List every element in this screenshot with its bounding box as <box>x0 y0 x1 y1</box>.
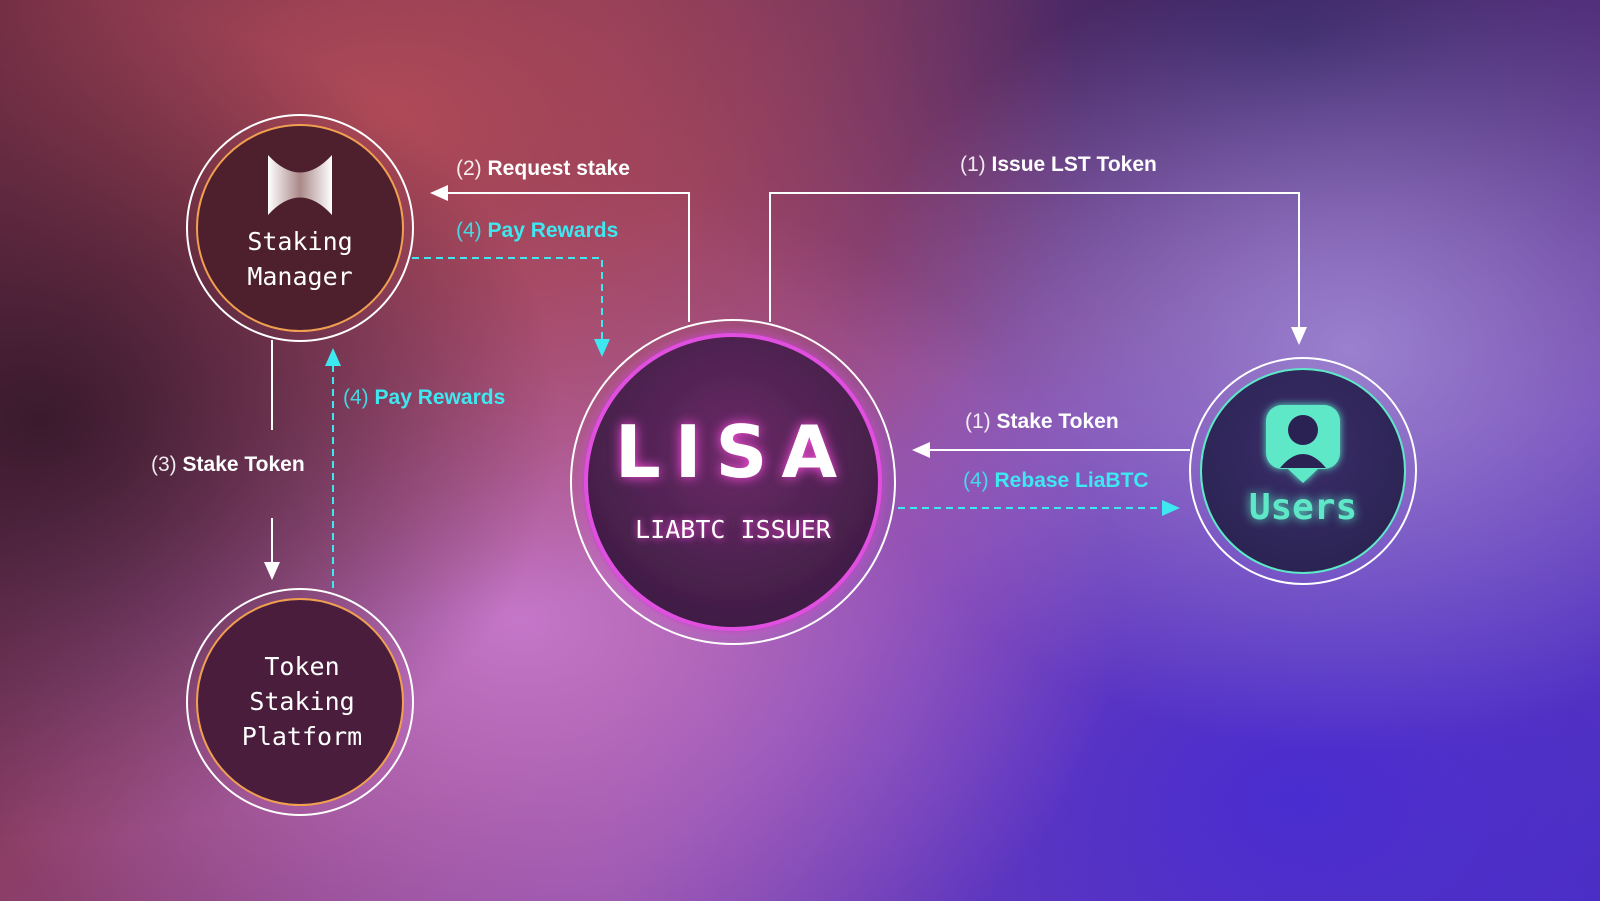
lisa-node[interactable] <box>570 319 896 645</box>
edge-text: Stake Token <box>996 410 1119 433</box>
user-icon <box>1266 405 1340 483</box>
step-number: (3) <box>151 453 177 476</box>
label-rebase: (4) Rebase LiaBTC <box>963 469 1149 493</box>
edge-text: Pay Rewards <box>487 219 619 242</box>
edge-request-stake <box>430 185 690 322</box>
edge-text: Rebase LiaBTC <box>994 469 1149 492</box>
step-number: (4) <box>343 386 369 409</box>
label-request-stake: (2) Request stake <box>456 157 630 181</box>
lisa-logo: LISA <box>614 410 852 494</box>
edge-text: Request stake <box>487 157 630 180</box>
label-stake-token-3: (3) Stake Token <box>151 453 305 477</box>
step-number: (4) <box>963 469 989 492</box>
step-number: (1) <box>960 153 986 176</box>
label-line: Platform <box>241 722 363 751</box>
label-stake-token-1: (1) Stake Token <box>965 410 1119 434</box>
label-line: Staking <box>247 227 353 256</box>
label-issue-lst: (1) Issue LST Token <box>960 153 1157 177</box>
label-line: Token <box>264 652 340 681</box>
staking-manager-node[interactable] <box>186 114 414 342</box>
edge-text: Stake Token <box>182 453 305 476</box>
staking-manager-logo-icon <box>268 155 332 215</box>
token-staking-platform-label[interactable]: Token Staking Platform <box>200 649 404 754</box>
users-node[interactable] <box>1189 357 1417 585</box>
edge-text: Issue LST Token <box>991 153 1157 176</box>
step-number: (4) <box>456 219 482 242</box>
users-label[interactable]: Users <box>1248 487 1358 528</box>
edge-issue-lst <box>769 192 1307 345</box>
label-line: Manager <box>247 262 353 291</box>
step-number: (2) <box>456 157 482 180</box>
lisa-subtitle: LIABTC ISSUER <box>635 515 831 544</box>
label-line: Staking <box>249 687 355 716</box>
edge-pay-rewards-top <box>412 257 610 357</box>
step-number: (1) <box>965 410 991 433</box>
token-staking-platform-node[interactable] <box>186 588 414 816</box>
label-pay-rewards-left: (4) Pay Rewards <box>343 386 505 410</box>
staking-manager-label[interactable]: Staking Manager <box>200 224 400 294</box>
label-pay-rewards-top: (4) Pay Rewards <box>456 219 618 243</box>
edge-text: Pay Rewards <box>374 386 506 409</box>
